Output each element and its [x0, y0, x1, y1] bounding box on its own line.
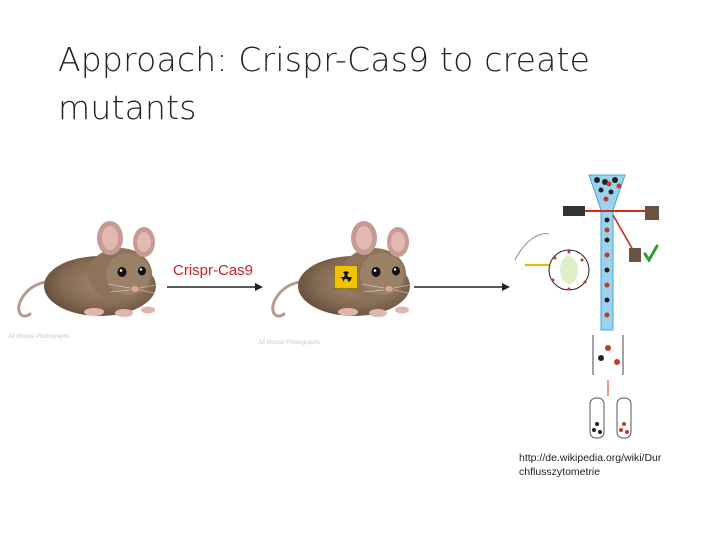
mouse-illustration — [271, 221, 415, 318]
crispr-cas9-label: Crispr-Cas9 — [173, 262, 254, 279]
watermark-left: All Mouse Photographs — [8, 334, 71, 340]
radiation-warning-icon — [333, 264, 359, 290]
arrow-wildtype-to-mutant — [167, 283, 263, 291]
flow-cytometry-diagram — [505, 170, 700, 450]
source-citation: http://de.wikipedia.org/wiki/Dur chfluss… — [519, 451, 689, 479]
title-line-1: Approach: Crispr-Cas9 to create — [58, 40, 591, 79]
title-line-2: mutants — [58, 88, 197, 127]
mouse-image-mutant — [262, 214, 422, 326]
slide-title: Approach: Crispr-Cas9 to create mutants — [58, 36, 678, 132]
citation-line-2: chflusszytometrie — [519, 466, 601, 478]
watermark-right: All Mouse Photographs — [258, 340, 321, 346]
mouse-illustration — [17, 221, 161, 318]
mouse-image-wildtype — [8, 214, 168, 326]
arrow-mutant-to-cytometer — [414, 283, 510, 291]
citation-line-1: http://de.wikipedia.org/wiki/Dur — [519, 452, 662, 464]
